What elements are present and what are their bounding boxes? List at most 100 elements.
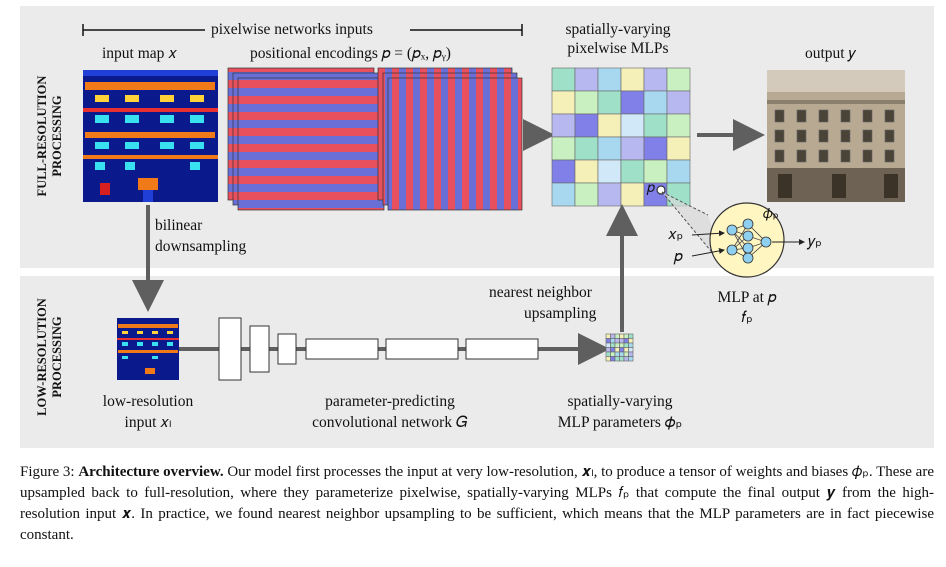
param-grid-cell: [605, 351, 611, 357]
positional-encoding-py-stack: [227, 67, 385, 211]
inputs-bracket: [82, 24, 523, 36]
param-grid-cell: [605, 342, 611, 348]
input-map-label: input map 𝑥: [102, 45, 177, 62]
bilinear-label-line1: bilinear: [155, 217, 203, 234]
figure-caption: Figure 3: Architecture overview. Our mod…: [20, 462, 934, 546]
bilinear-label-line2: downsampling: [155, 238, 247, 255]
building-window: [774, 149, 785, 163]
param-grid-cell: [628, 333, 634, 339]
param-grid-cell: [623, 338, 629, 344]
building-window: [818, 129, 829, 143]
building-window: [818, 109, 829, 123]
param-grid-cell: [614, 356, 620, 362]
mlp-grid-cell: [666, 67, 691, 92]
mlp-input-x-label: 𝑥ₚ: [668, 226, 684, 243]
mlp-grid-cell: [666, 136, 691, 161]
input-map-image: [83, 70, 218, 202]
param-grid-cell: [623, 356, 629, 362]
param-grid-cell: [614, 347, 620, 353]
cnn-label-line1: parameter-predicting: [325, 393, 455, 410]
low-res-label-line1: low-resolution: [102, 393, 194, 410]
mlp-grid-cell: [574, 182, 599, 207]
mlp-grid-cell: [620, 67, 645, 92]
param-grid-cell: [610, 333, 616, 339]
param-grid-cell: [610, 338, 616, 344]
inputs-bracket-label: pixelwise networks inputs: [211, 21, 373, 38]
param-grid-cell: [610, 351, 616, 357]
param-grid-cell: [605, 338, 611, 344]
param-grid-cell: [610, 356, 616, 362]
mlp-parameter-grid: [605, 333, 634, 362]
positional-encoding-px-stack: [377, 67, 523, 211]
param-grid-cell: [623, 342, 629, 348]
mlp-grid-cell: [666, 90, 691, 115]
param-grid-cell: [623, 351, 629, 357]
building-window: [840, 149, 851, 163]
param-grid-cell: [628, 338, 634, 344]
mlp-grid-cell: [620, 182, 645, 207]
mlps-label-line2: pixelwise MLPs: [567, 40, 669, 57]
param-grid-cell: [619, 338, 625, 344]
pixelwise-mlp-grid: [551, 67, 691, 207]
mlp-input-p-label: 𝑝: [674, 248, 683, 265]
building-window: [884, 149, 895, 163]
building-window: [774, 109, 785, 123]
building-window: [796, 109, 807, 123]
param-grid-cell: [619, 342, 625, 348]
mlp-grid-cell: [551, 136, 576, 161]
nn-label-line1: nearest neighbor: [489, 284, 592, 301]
param-grid-cell: [628, 342, 634, 348]
building-window: [774, 129, 785, 143]
param-grid-cell: [605, 333, 611, 339]
p-marker-label: 𝑝: [647, 181, 655, 196]
mlp-grid-cell: [597, 182, 622, 207]
low-resolution-input-image: [117, 318, 179, 380]
mlp-grid-cell: [666, 159, 691, 184]
building-window: [884, 129, 895, 143]
param-grid-cell: [628, 347, 634, 353]
mlp-phi-label: 𝜙ₚ: [763, 207, 779, 222]
building-window: [840, 109, 851, 123]
param-grid-cell: [619, 351, 625, 357]
param-grid-cell: [623, 347, 629, 353]
building-window: [840, 129, 851, 143]
mlp-grid-cell: [551, 67, 576, 92]
nn-label-line2: upsampling: [524, 305, 597, 322]
caption-prefix: Figure 3:: [20, 464, 79, 480]
param-grid-cell: [614, 333, 620, 339]
param-grid-cell: [605, 356, 611, 362]
mlp-grid-cell: [574, 90, 599, 115]
mlp-grid-cell: [643, 113, 668, 138]
building-window: [862, 129, 873, 143]
param-grid-cell: [619, 333, 625, 339]
mlp-grid-cell: [643, 136, 668, 161]
mlp-grid-cell: [574, 113, 599, 138]
mlp-at-p-label-line2: 𝑓ₚ: [741, 309, 753, 326]
params-label-line2: MLP parameters 𝜙ₚ: [557, 414, 683, 431]
mlp-grid-cell: [597, 159, 622, 184]
mlp-grid-cell: [620, 159, 645, 184]
mlp-grid-cell: [551, 182, 576, 207]
mlp-grid-cell: [666, 113, 691, 138]
param-grid-cell: [614, 338, 620, 344]
mlp-grid-cell: [574, 67, 599, 92]
zoom-highlight: [662, 192, 725, 268]
caption-text: Our model first processes the input at v…: [20, 464, 934, 543]
param-grid-cell: [614, 342, 620, 348]
low-res-label-line2: input 𝑥ₗ: [124, 414, 172, 431]
mlp-grid-cell: [597, 90, 622, 115]
positional-encodings-label: positional encodings 𝑝 = (𝑝ₓ, 𝑝ᵧ): [250, 45, 451, 62]
params-label-line1: spatially-varying: [567, 393, 673, 410]
mlp-at-p-label-line1: MLP at 𝑝: [717, 289, 777, 306]
mlps-label-line1: spatially-varying: [565, 21, 671, 38]
output-label: output 𝑦: [805, 45, 856, 62]
building-window: [884, 109, 895, 123]
mlp-detail: [691, 202, 805, 278]
building-window: [796, 129, 807, 143]
param-grid-cell: [619, 356, 625, 362]
mlp-grid-cell: [597, 136, 622, 161]
output-image: [767, 70, 905, 202]
mlp-grid-cell: [551, 113, 576, 138]
cnn-label-line2: convolutional network 𝐺: [312, 414, 468, 431]
mlp-grid-cell: [643, 67, 668, 92]
